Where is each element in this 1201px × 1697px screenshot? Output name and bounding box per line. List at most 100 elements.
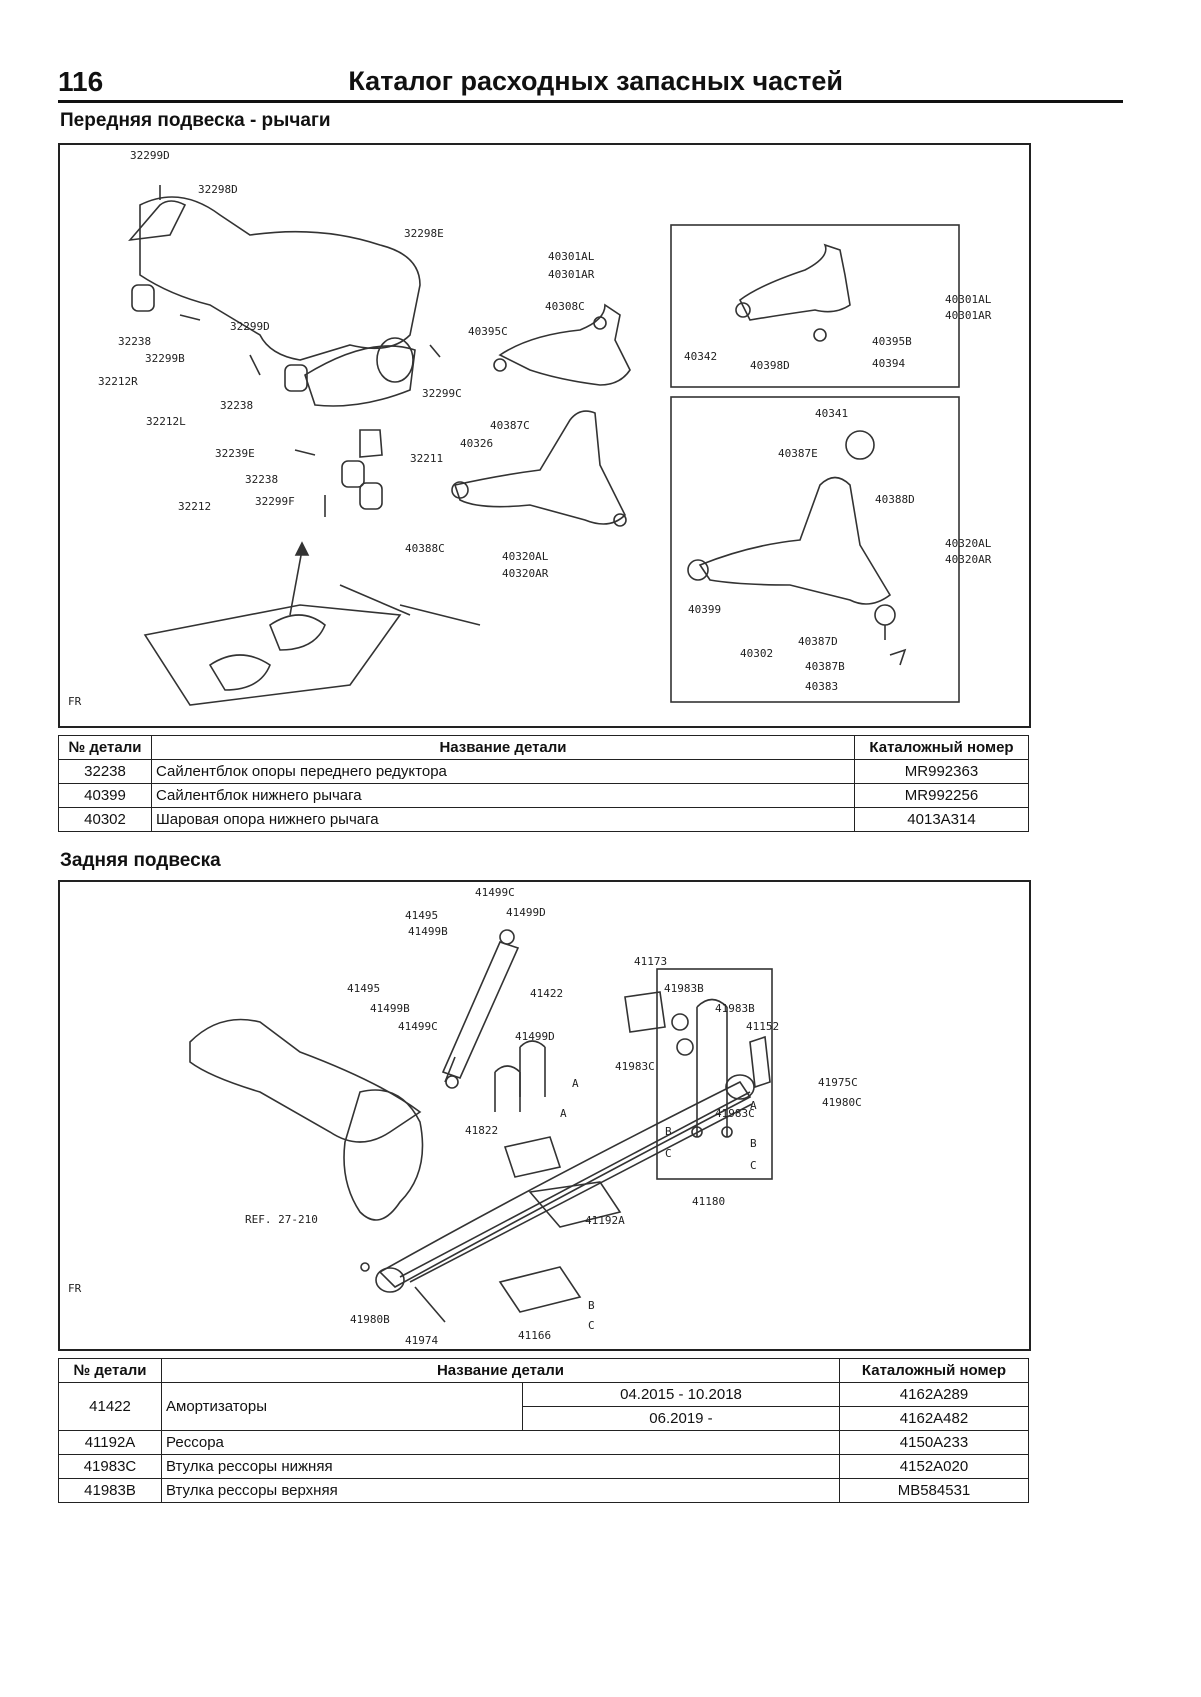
lower-arm-detail-box <box>670 396 960 703</box>
callout-32238-b: 32238 <box>220 399 253 412</box>
callout-box1-40342: 40342 <box>684 350 717 363</box>
page-title: Каталог расходных запасных частей <box>348 66 843 96</box>
catalog-number-cell: 4150A233 <box>839 1430 1029 1455</box>
table-row: 41422 Амортизаторы 04.2015 - 10.2018 416… <box>58 1382 1029 1431</box>
callout-41983C-1: 41983C <box>615 1060 655 1073</box>
part-name-cell: Втулка рессоры верхняя <box>161 1478 840 1503</box>
callout-32299D-top: 32299D <box>130 149 170 162</box>
front-suspension-diagram: 32299D 32298D 32298E 32238 32299B 32212R… <box>58 143 1031 728</box>
callout-41974: 41974 <box>405 1334 438 1347</box>
callout-C: C <box>588 1319 595 1332</box>
callout-box1-40394: 40394 <box>872 357 905 370</box>
callout-box-C-2: C <box>750 1159 757 1172</box>
callout-41499B: 41499B <box>370 1002 410 1015</box>
callout-41983B-1: 41983B <box>664 982 704 995</box>
part-name-cell: Амортизаторы <box>161 1382 523 1431</box>
spring-seat-41166 <box>498 1266 582 1313</box>
callout-41192A: 41192A <box>585 1214 625 1227</box>
mount-bracket-left <box>304 345 416 407</box>
callout-box2-40302: 40302 <box>740 647 773 660</box>
callout-41499D-top: 41499D <box>506 906 546 919</box>
callout-box2-40399: 40399 <box>688 603 721 616</box>
rear-suspension-title: Задняя подвеска <box>60 850 221 871</box>
callout-40320AR: 40320AR <box>502 567 549 580</box>
bushing-32238-d <box>359 482 383 510</box>
callout-40308C: 40308C <box>545 300 585 313</box>
callout-box2-40320AL: 40320AL <box>945 537 992 550</box>
u-bolt-right <box>519 1040 546 1097</box>
callout-32299F: 32299F <box>255 495 295 508</box>
callout-41822: 41822 <box>465 1124 498 1137</box>
table-row: 40302 Шаровая опора нижнего рычага 4013A… <box>58 807 1029 832</box>
callout-40387C: 40387C <box>490 419 530 432</box>
callout-B: B <box>588 1299 595 1312</box>
rear-parts-table: № детали Название детали Каталожный номе… <box>58 1358 1029 1503</box>
callout-box-A: A <box>750 1099 757 1112</box>
callout-A-1: A <box>572 1077 579 1090</box>
callout-box-C-1: C <box>665 1147 672 1160</box>
callout-41983C-2: 41983C <box>715 1107 755 1120</box>
callout-box2-40383: 40383 <box>805 680 838 693</box>
callout-box-41180: 41180 <box>692 1195 725 1208</box>
callout-41980B: 41980B <box>350 1313 390 1326</box>
callout-41152: 41152 <box>746 1020 779 1033</box>
callout-41495-top: 41495 <box>405 909 438 922</box>
callout-fr-front: FR <box>68 695 82 708</box>
part-number-cell: 41983C <box>58 1454 162 1479</box>
callout-box2-40387B: 40387B <box>805 660 845 673</box>
bushing-32238-b <box>284 364 308 392</box>
mount-bracket-right <box>128 200 187 242</box>
callout-41499B-top: 41499B <box>408 925 448 938</box>
rear-suspension-diagram: 41499C 41495 41499D 41499B 41422 41495 4… <box>58 880 1031 1351</box>
callout-32212: 32212 <box>178 500 211 513</box>
part-name-cell: Втулка рессоры нижняя <box>161 1454 840 1479</box>
callout-box2-40341: 40341 <box>815 407 848 420</box>
callout-32299C: 32299C <box>422 387 462 400</box>
callout-box-B-1: B <box>665 1125 672 1138</box>
part-number-cell: 32238 <box>58 759 152 784</box>
col-header-catalog-number: Каталожный номер <box>839 1358 1029 1383</box>
catalog-number-cell: 4162A289 <box>839 1382 1029 1407</box>
callout-41499C: 41499C <box>398 1020 438 1033</box>
spring-shackle-41173 <box>624 991 666 1033</box>
u-bolt-detail-box <box>656 968 773 1180</box>
rear-suspension-drawing: 41499C 41495 41499D 41499B 41422 41495 4… <box>68 886 862 1347</box>
callout-32211: 32211 <box>410 452 443 465</box>
callout-box1-40395B: 40395B <box>872 335 912 348</box>
callout-box1-40398D: 40398D <box>750 359 790 372</box>
callout-box1-40301AR: 40301AR <box>945 309 992 322</box>
col-header-catalog-number: Каталожный номер <box>854 735 1029 760</box>
callout-A-2: A <box>560 1107 567 1120</box>
u-bolt-left <box>494 1065 521 1112</box>
callout-40395C: 40395C <box>468 325 508 338</box>
table-row: 41983B Втулка рессоры верхняя MB584531 <box>58 1478 1029 1503</box>
callout-41980C: 41980C <box>822 1096 862 1109</box>
callout-box2-40388D: 40388D <box>875 493 915 506</box>
front-suspension-title: Передняя подвеска - рычаги <box>60 110 331 131</box>
period-cell: 04.2015 - 10.2018 <box>522 1382 840 1407</box>
col-header-part-name: Название детали <box>151 735 855 760</box>
catalog-number-cell: 4162A482 <box>839 1406 1029 1431</box>
part-number-cell: 41422 <box>58 1382 162 1431</box>
callout-41422: 41422 <box>530 987 563 1000</box>
part-number-cell: 41983B <box>58 1478 162 1503</box>
callout-40301AR: 40301AR <box>548 268 595 281</box>
part-name-cell: Сайлентблок нижнего рычага <box>151 783 855 808</box>
col-header-part-number: № детали <box>58 735 152 760</box>
table-row: 06.2019 - 4162A482 <box>59 1406 1029 1431</box>
callout-41499C-top: 41499C <box>475 886 515 899</box>
catalog-number-cell: MR992256 <box>854 783 1029 808</box>
callout-32298E: 32298E <box>404 227 444 240</box>
callout-41166: 41166 <box>518 1329 551 1342</box>
callout-32238-a: 32238 <box>118 335 151 348</box>
callout-box-B-2: B <box>750 1137 757 1150</box>
callout-fr-rear: FR <box>68 1282 82 1295</box>
callout-box2-40320AR: 40320AR <box>945 553 992 566</box>
part-number-cell: 40399 <box>58 783 152 808</box>
callout-41499D: 41499D <box>515 1030 555 1043</box>
table-header-row: № детали Название детали Каталожный номе… <box>58 735 1029 760</box>
front-suspension-drawing: 32299D 32298D 32298E 32238 32299B 32212R… <box>68 149 992 708</box>
callout-box2-40387E: 40387E <box>778 447 818 460</box>
bracket-32211 <box>359 429 383 458</box>
part-name-cell: Сайлентблок опоры переднего редуктора <box>151 759 855 784</box>
